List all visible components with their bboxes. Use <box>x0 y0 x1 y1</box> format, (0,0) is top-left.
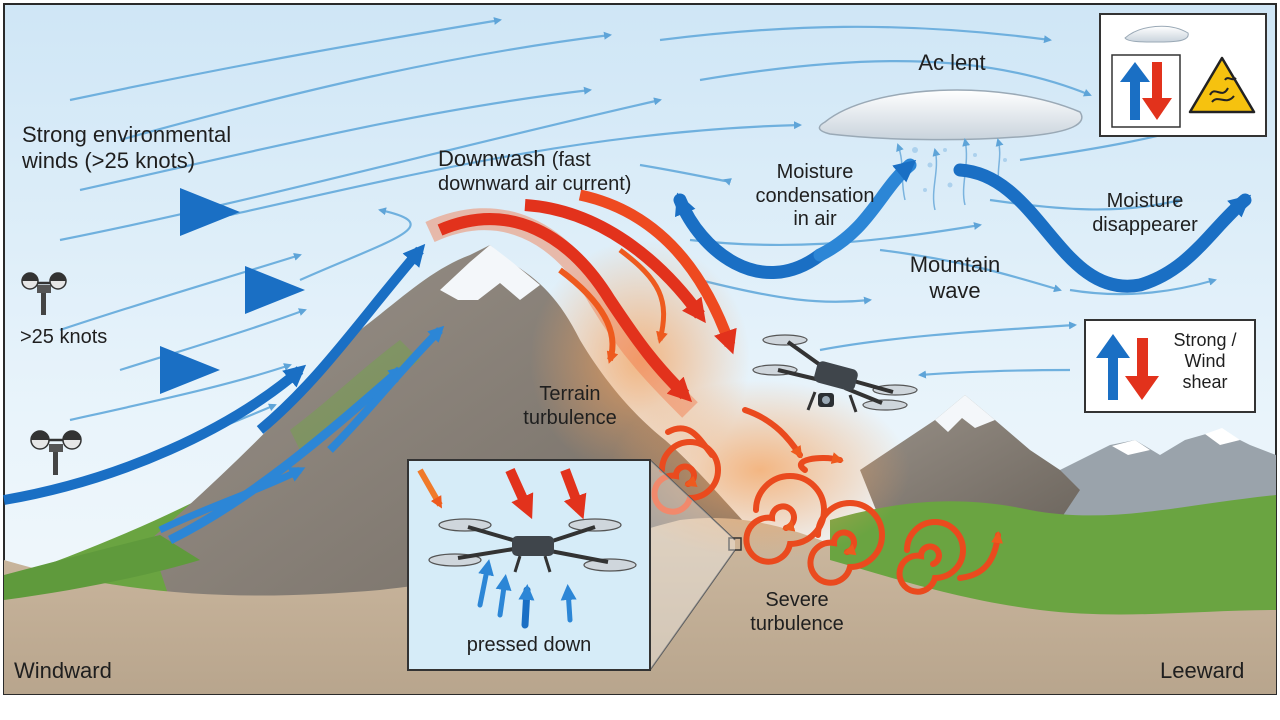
downwash-line2: downward air current) <box>438 172 632 195</box>
terrain-turbulence-label: Terrain turbulence <box>505 383 635 430</box>
turbulence-warning-icon <box>1188 56 1256 114</box>
downwash-arrows <box>425 189 737 418</box>
strong-winds-label: Strong environmental winds (>25 knots) <box>22 122 231 174</box>
severe-turbulence-label: Severe turbulence <box>732 589 862 636</box>
turbulence-swirls <box>651 407 1004 595</box>
inset-drone-icon <box>428 518 637 573</box>
pressed-down-label: pressed down <box>466 634 592 656</box>
wind-shear-label: Strong / Wind shear <box>1160 330 1250 394</box>
lenticular-cloud <box>818 89 1083 141</box>
updraft-arrow-icon <box>1120 62 1150 120</box>
anemometer-icon-2 <box>30 430 82 475</box>
downwash-label: Downwash (fast downward air current) <box>438 146 631 196</box>
wind-shear-line1: Strong / <box>1173 330 1237 350</box>
downdraft-arrow-icon <box>1142 62 1172 120</box>
drone-icon <box>752 334 918 413</box>
mountain-wave-rise-arrow <box>813 158 917 262</box>
terrain-turbulence-line2: turbulence <box>523 406 617 429</box>
moisture-disappearer-line2: disappearer <box>1092 213 1198 236</box>
windward-wind-arrows <box>3 188 445 545</box>
main-mountain-snow <box>440 245 540 300</box>
moisture-condensation-line2: condensation <box>755 184 875 207</box>
moisture-condensation-label: Moisture condensation in air <box>750 161 880 232</box>
ac-lent-label: Ac lent <box>918 50 986 75</box>
moisture-disappearer-line1: Moisture <box>1106 190 1184 212</box>
leeward-mountain <box>860 395 1080 520</box>
shear-downdraft-arrow-icon <box>1125 338 1159 400</box>
wind-shear-line3: shear <box>1182 372 1228 393</box>
severe-turbulence-line2: turbulence <box>750 612 844 635</box>
leeward-label: Leeward <box>1160 658 1245 683</box>
mountain-wave-arrow-right <box>953 163 1252 293</box>
mountain-wave-line2: wave <box>929 277 981 303</box>
strong-winds-line1: Strong environmental <box>22 122 232 147</box>
severe-turbulence-line1: Severe <box>765 589 829 611</box>
downwash-note: (fast <box>551 149 591 171</box>
moisture-condensation-line3: in air <box>793 208 837 231</box>
inset-downwash-arrows <box>417 467 587 520</box>
mountain-wave-line1: Mountain <box>909 252 1001 277</box>
downwash-title: Downwash <box>438 146 546 171</box>
far-mountains <box>1060 430 1276 520</box>
mountain-wave-label: Mountain wave <box>890 252 1020 304</box>
mountain-wave-arrow-left <box>673 192 827 280</box>
moisture-disappearer-label: Moisture disappearer <box>1080 190 1210 237</box>
terrain-turbulence-line1: Terrain <box>539 383 601 405</box>
inset-updraft-arrows <box>477 559 577 629</box>
shear-updraft-arrow-icon <box>1096 334 1130 400</box>
windward-label: Windward <box>14 658 112 683</box>
strong-winds-line2: winds (>25 knots) <box>22 147 196 173</box>
anemometer-icon <box>21 272 67 315</box>
wind-shear-line2: Wind <box>1184 351 1226 372</box>
moisture-condensation-line1: Moisture <box>776 161 854 183</box>
knots-label: >25 knots <box>20 326 108 348</box>
lenticular-cloud-icon <box>1124 25 1189 43</box>
